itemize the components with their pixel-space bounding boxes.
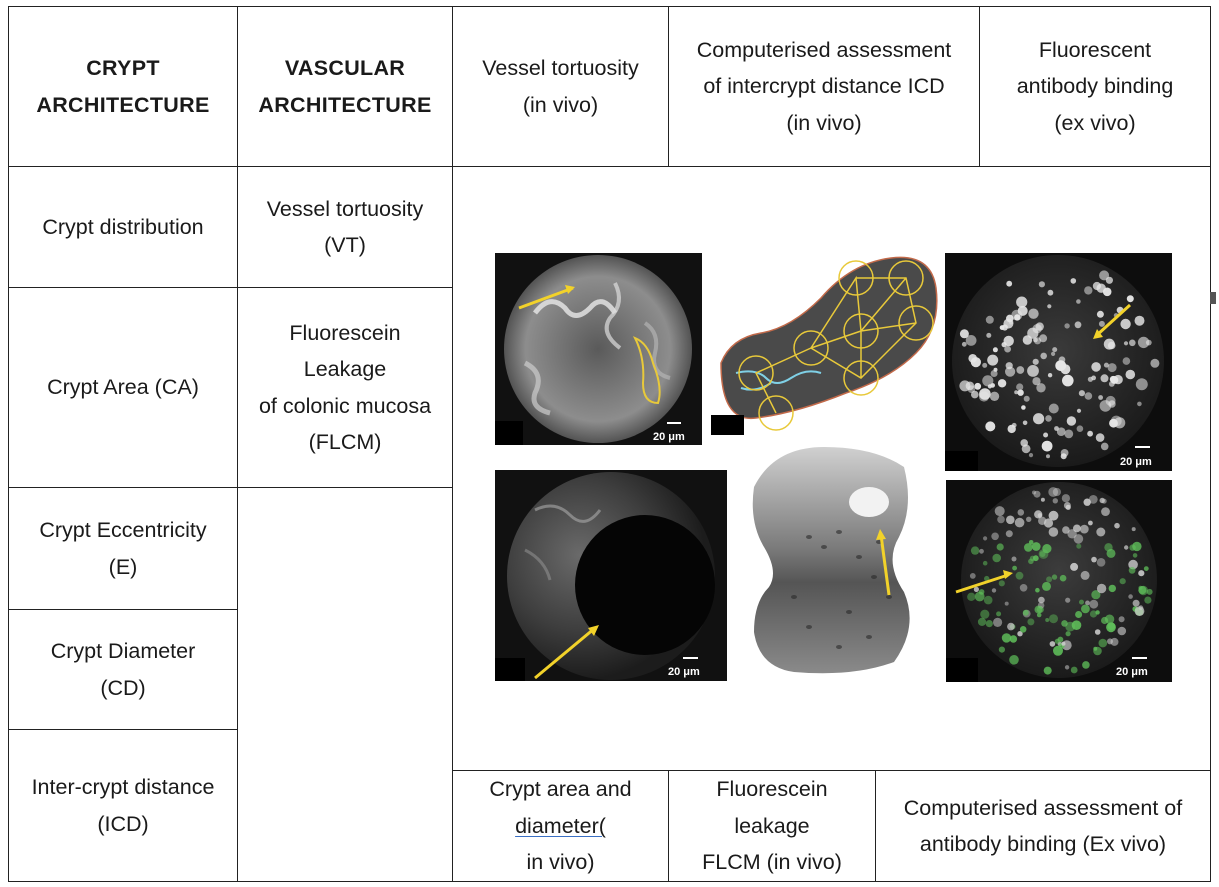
grid-line [875,770,876,882]
scale-bar-label: 20 μm [1116,666,1148,678]
crypt-diameter: Crypt Diameter(CD) [50,639,196,700]
panel-crypt-area: 20 μm [495,470,727,681]
grid-line [8,287,453,288]
grid-line [452,6,453,882]
grid-line [8,6,1211,7]
grid-line [8,166,1211,167]
grid-line [668,770,669,882]
grid-line [979,6,980,167]
grid-line [8,487,453,488]
panel-fluorescent-binding: 20 μm [945,253,1172,471]
crypt-distribution: Crypt distribution [42,214,204,239]
grid-line [8,609,238,610]
crypt-area: Crypt Area (CA) [47,375,199,400]
vascular-vessel-tortuosity: Vessel tortuosity(VT) [266,196,424,258]
scale-bar-label: 20 μm [668,666,700,678]
grid-line [237,6,238,882]
crypt-eccentricity: Crypt Eccentricity(E) [39,518,207,579]
grid-line [668,6,669,167]
panel-antibody-assessment: 20 μm [946,480,1172,682]
grid-line [1210,6,1211,882]
inter-crypt-distance: Inter-crypt distance(ICD) [31,775,215,836]
grid-line [8,729,238,730]
grid-line [453,770,1211,771]
grid-line [8,6,9,882]
header-vessel-tortuosity: Vessel tortuosity(in vivo) [482,56,639,117]
panel-fluorescein-leakage [749,447,916,681]
grid-line [8,881,1211,882]
panel-intercrypt-distance [711,253,938,435]
scale-bar-label: 20 μm [653,431,685,443]
cursor-marker [1210,292,1216,304]
panel-vessel-tortuosity: 20 μm [495,253,702,445]
scale-bar-label: 20 μm [1120,456,1152,468]
